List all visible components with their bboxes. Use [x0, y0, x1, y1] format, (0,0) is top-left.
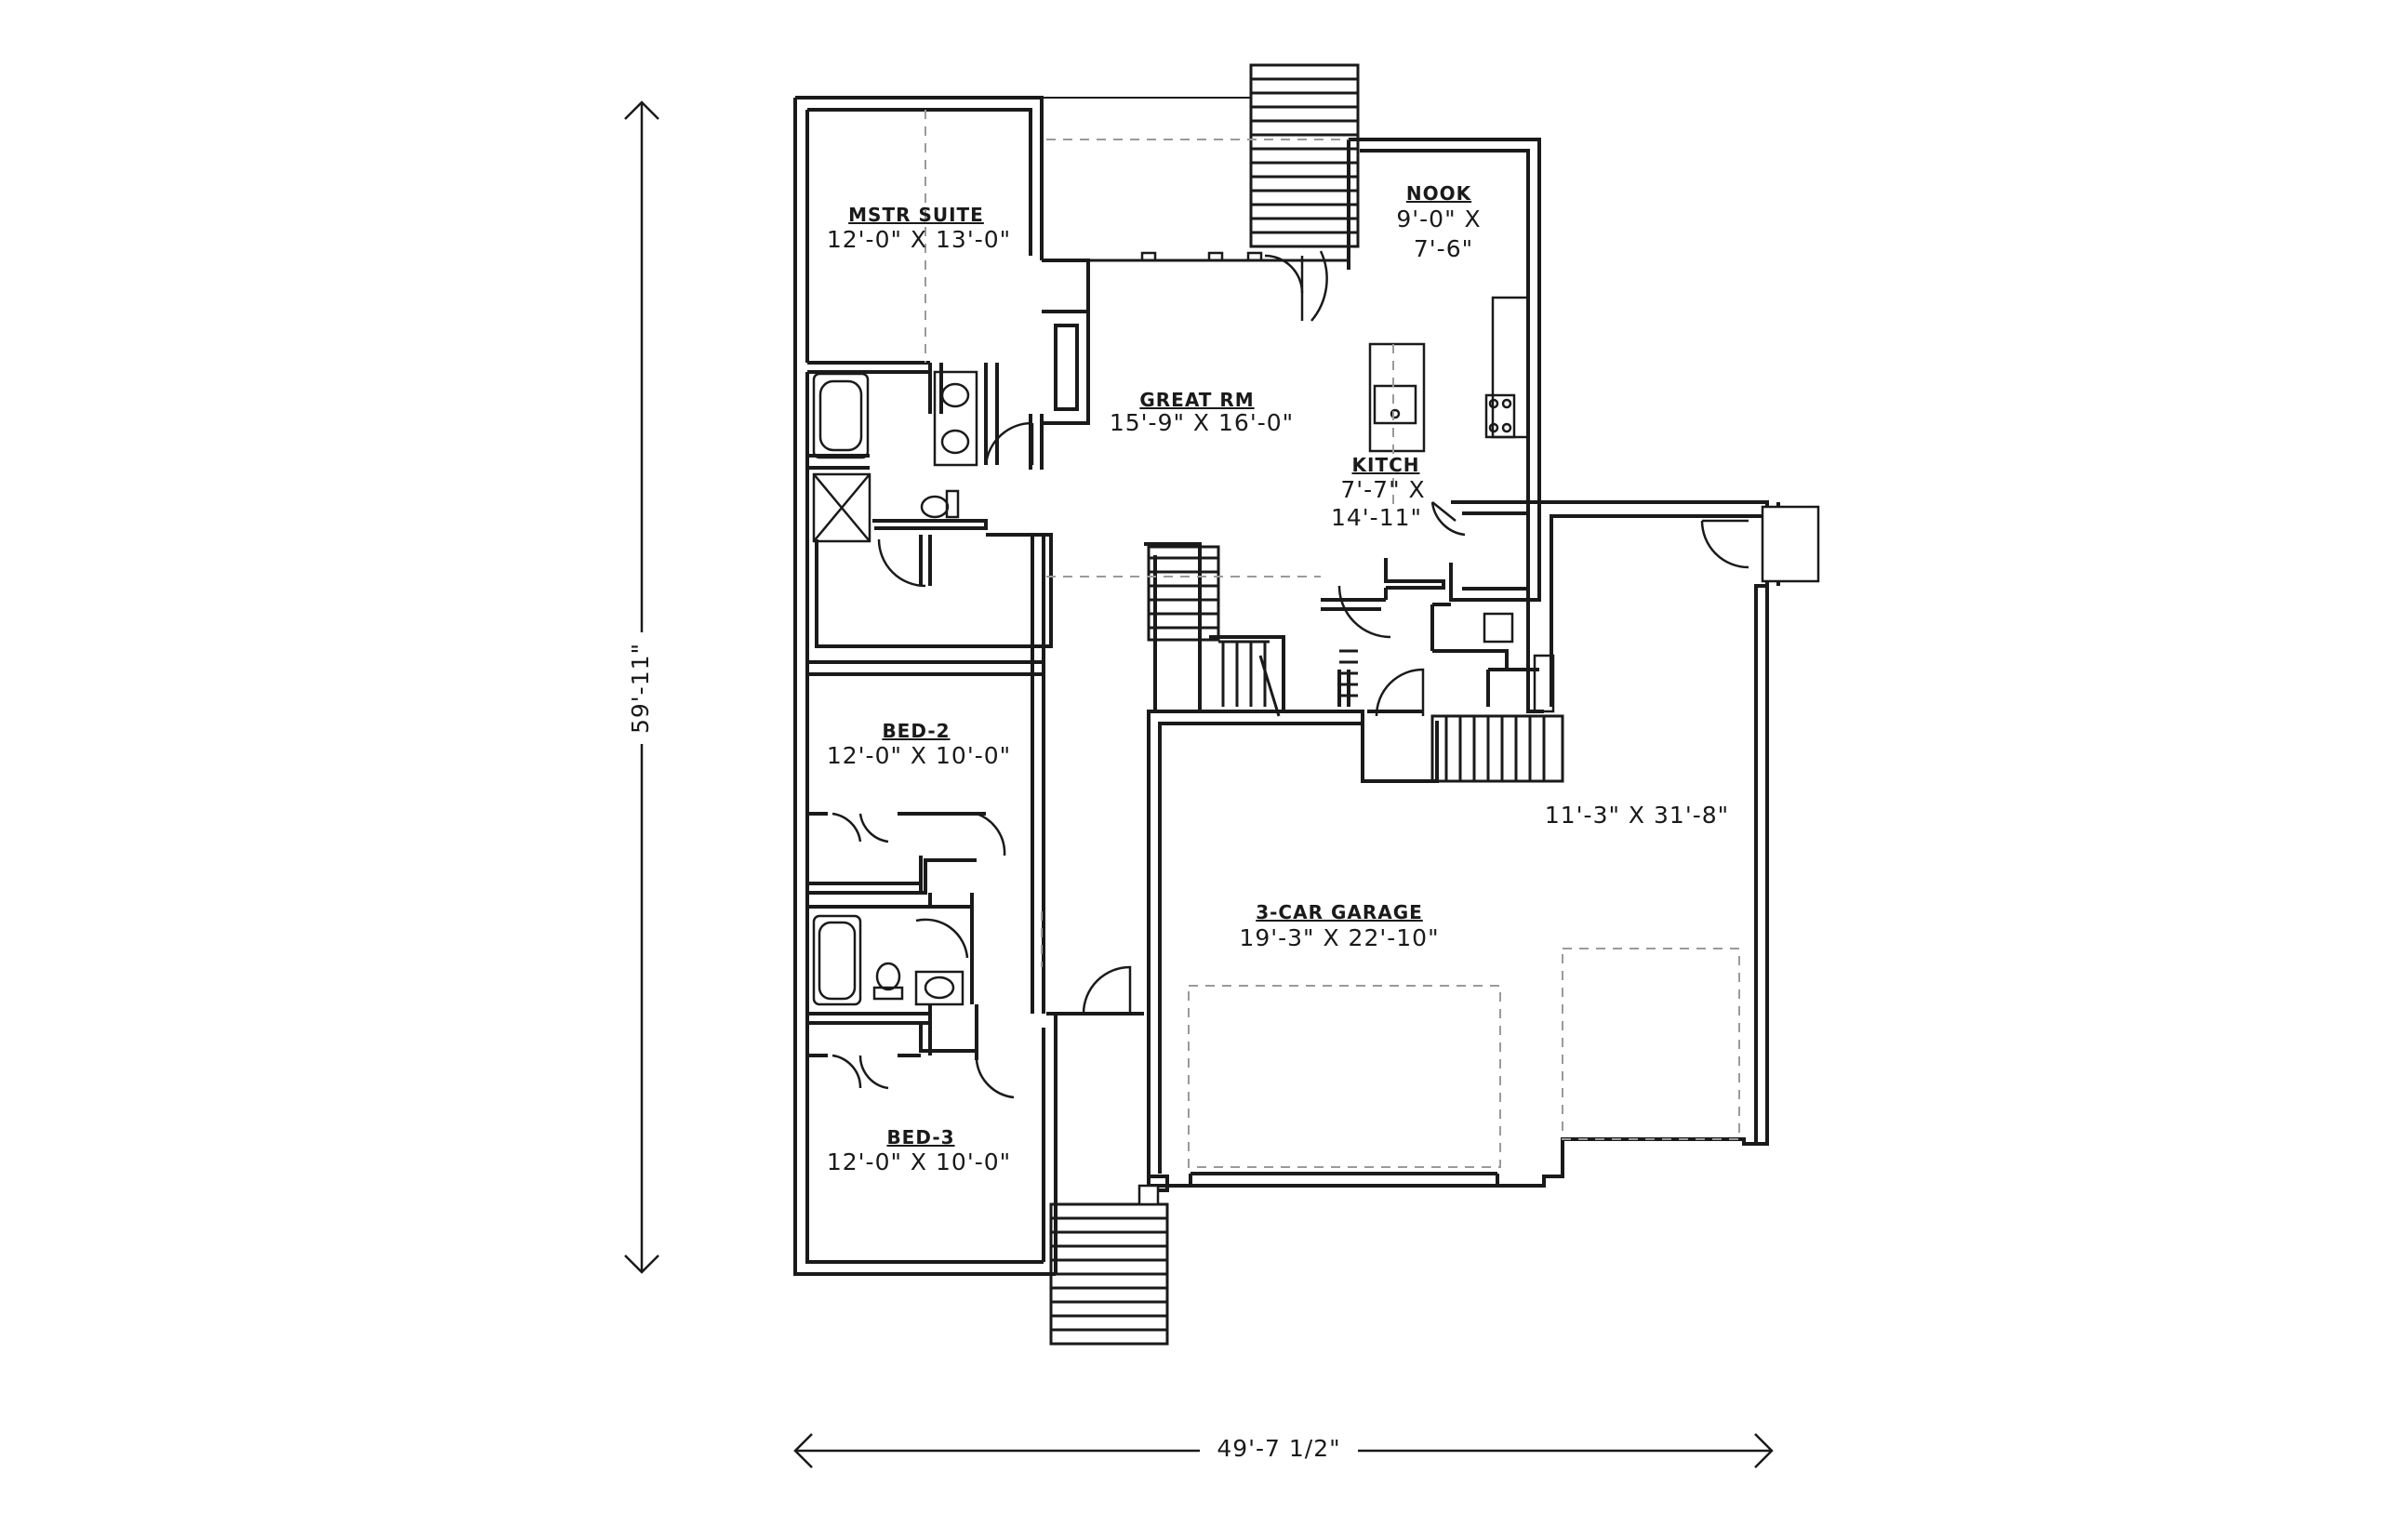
kitchen-name: KITCH — [1352, 454, 1420, 476]
master-vanity — [933, 370, 978, 467]
laundry-machine — [1533, 654, 1555, 713]
master-shower — [812, 472, 871, 543]
bed2-dims: 12'-0" X 10'-0" — [827, 742, 1011, 769]
great-room-dims: 15'-9" X 16'-0" — [1110, 409, 1294, 436]
kitchen-dims-line1: 7'-7" X — [1340, 476, 1425, 503]
overall-depth-label: 59'-11" — [627, 643, 654, 734]
fixtures — [812, 296, 1555, 1006]
kitchen-dims-line2: 14'-11" — [1331, 504, 1422, 531]
bath2-tub — [812, 914, 862, 1006]
room-labels: MSTR SUITE 12'-0" X 13'-0" GREAT RM 15'-… — [827, 182, 1729, 1175]
garage-dims: 19'-3" X 22'-10" — [1239, 924, 1439, 951]
overall-width-label: 49'-7 1/2" — [1217, 1435, 1340, 1462]
bed3-name: BED-3 — [886, 1126, 954, 1148]
garage-door-left — [1188, 985, 1501, 1168]
bed3-dims: 12'-0" X 10'-0" — [827, 1148, 1011, 1175]
dashed-lines — [924, 110, 1740, 1168]
stair-treads-top — [1251, 77, 1358, 234]
garage-bay-dims: 11'-3" X 31'-8" — [1545, 802, 1729, 829]
garage-door-right — [1562, 948, 1740, 1140]
bed2-name: BED-2 — [882, 720, 950, 742]
nook-dims-line2: 7'-6" — [1414, 235, 1473, 262]
nook-name: NOOK — [1406, 182, 1472, 205]
garage-name: 3-CAR GARAGE — [1256, 901, 1423, 923]
master-tub — [812, 372, 870, 459]
bath2-toilet — [875, 962, 901, 991]
interior-walls — [807, 310, 1541, 1060]
master-suite-name: MSTR SUITE — [848, 204, 984, 226]
posts — [1042, 97, 1820, 1206]
stairs — [1049, 63, 1564, 1346]
laundry-sink — [1483, 612, 1514, 644]
doors — [831, 250, 1749, 1099]
kitchen-island — [1368, 342, 1426, 453]
bath2-sink — [914, 970, 964, 1006]
great-room-name: GREAT RM — [1139, 389, 1254, 411]
master-suite-dims: 12'-0" X 13'-0" — [827, 226, 1011, 253]
range — [1484, 393, 1516, 439]
nook-dims-line1: 9'-0" X — [1396, 206, 1481, 232]
kitchen-sink — [1373, 384, 1417, 425]
